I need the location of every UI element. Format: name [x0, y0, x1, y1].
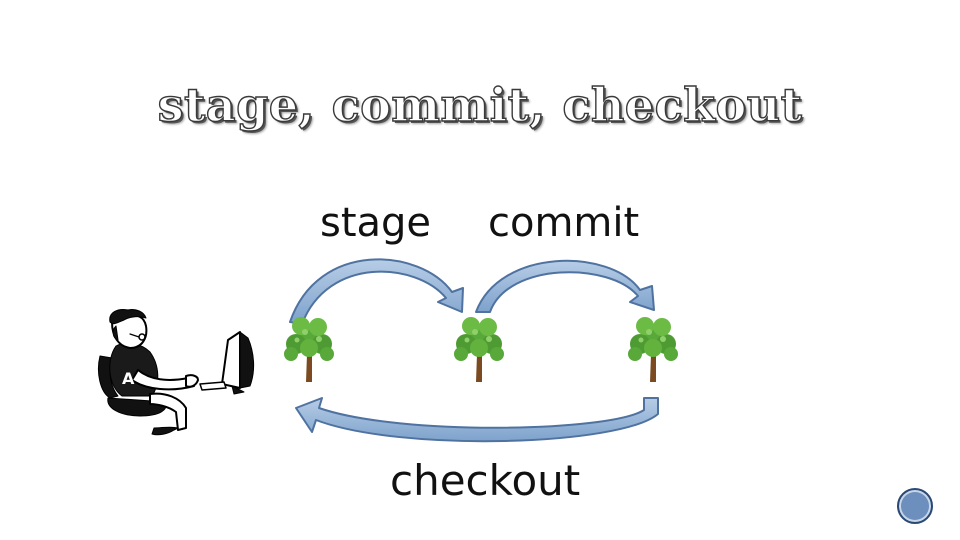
commit-arrow	[475, 259, 655, 313]
stage-arrow	[289, 258, 464, 325]
tree-icon	[454, 317, 504, 382]
shirt-letter: A	[122, 369, 135, 388]
checkout-label: checkout	[390, 456, 581, 505]
tree-icon	[628, 317, 678, 382]
tree-icon	[284, 317, 334, 382]
slide-nav-button[interactable]	[897, 488, 933, 524]
commit-label: commit	[488, 200, 640, 246]
person-at-computer-icon	[97, 309, 255, 436]
stage-label: stage	[320, 200, 432, 246]
slide-title: stage, commit, checkout	[157, 77, 803, 132]
checkout-arrow	[295, 397, 659, 443]
